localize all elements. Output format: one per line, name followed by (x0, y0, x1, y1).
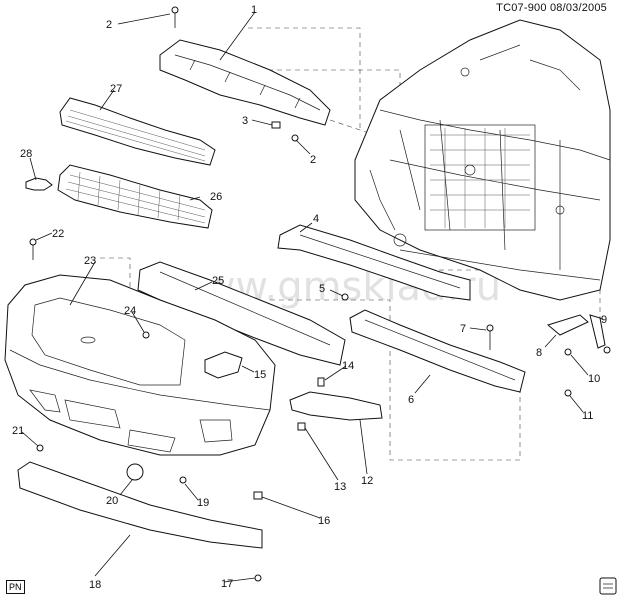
callout-22: 22 (52, 228, 64, 240)
callout-24: 24 (124, 305, 136, 317)
callout-17: 17 (221, 578, 233, 590)
part-15-fog-lamp-bezel (204, 351, 243, 379)
vehicle-front-structure (354, 19, 611, 301)
part-27-upper-grille (59, 97, 216, 166)
callout-labels: 1 2 3 2 4 5 6 7 8 9 10 11 12 13 14 15 16… (12, 4, 607, 591)
part-18-air-deflector (17, 461, 263, 549)
callout-8: 8 (536, 347, 542, 359)
callout-15: 15 (254, 369, 266, 381)
callout-13: 13 (334, 481, 346, 493)
callout-25: 25 (212, 275, 224, 287)
callout-4: 4 (313, 213, 319, 225)
callout-28: 28 (20, 148, 32, 160)
callout-11: 11 (582, 410, 593, 422)
callout-12: 12 (361, 475, 373, 487)
callout-6: 6 (408, 394, 414, 406)
callout-9: 9 (601, 314, 607, 326)
leader-lines (21, 11, 605, 583)
part-28-bowtie-emblem (25, 177, 53, 191)
part-12-bracket (289, 391, 383, 421)
part-26-lower-grille (57, 164, 213, 229)
diagram-code: TC07-900 (496, 2, 547, 14)
callout-2-top: 2 (106, 19, 112, 31)
callout-27: 27 (110, 83, 122, 95)
callout-14: 14 (342, 360, 354, 372)
part-20-plug (126, 463, 144, 481)
part-1-upper-bracket (159, 39, 331, 126)
callout-20: 20 (106, 495, 118, 507)
callout-23: 23 (84, 255, 96, 267)
callout-5: 5 (319, 283, 325, 295)
part-8-9-brackets (546, 314, 606, 349)
callout-3: 3 (242, 115, 248, 127)
callout-16: 16 (318, 515, 330, 527)
callout-26: 26 (210, 191, 222, 203)
part-6-lower-reinforcement (349, 309, 526, 393)
callout-18: 18 (89, 579, 101, 591)
diagram-header: TC07-900 08/03/2005 (496, 2, 607, 14)
callout-1: 1 (251, 4, 257, 16)
part-4-impact-bar (277, 224, 471, 301)
diagram-date: 08/03/2005 (549, 2, 607, 14)
callout-21: 21 (12, 425, 24, 437)
callout-10: 10 (588, 373, 600, 385)
part-23-bumper-fascia (4, 274, 276, 456)
callout-2-mid: 2 (310, 154, 316, 166)
gm-corner-icon (599, 577, 617, 595)
callout-19: 19 (197, 497, 209, 509)
pn-tag: PN (6, 580, 25, 594)
callout-7: 7 (460, 323, 466, 335)
